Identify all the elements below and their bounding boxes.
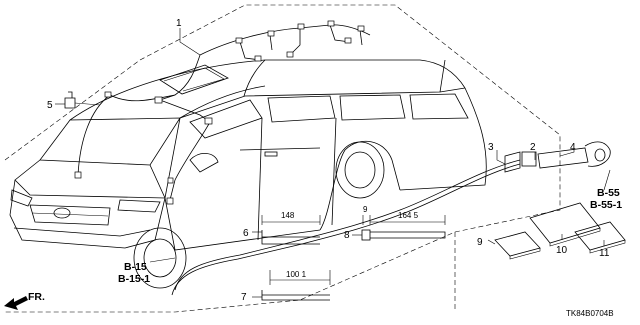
callout-3: 3 <box>488 142 494 153</box>
headlight-left <box>10 189 33 207</box>
ref-b55: B-55 <box>597 187 620 199</box>
callout-1: 1 <box>176 18 182 29</box>
dimension-148: 148 <box>281 211 295 220</box>
connector-part-2 <box>521 151 537 167</box>
ref-b15-1: B-15-1 <box>118 273 150 285</box>
antenna-lead-parts <box>504 141 611 173</box>
pad-part-9 <box>494 231 541 257</box>
callout-9: 9 <box>477 237 483 248</box>
ref-b15: B-15 <box>124 261 147 273</box>
callout-4: 4 <box>570 142 576 153</box>
callout-7: 7 <box>241 292 247 303</box>
callout-11: 11 <box>599 248 610 259</box>
front-label: FR. <box>28 291 45 303</box>
dimension-164-5: 164 5 <box>398 211 419 220</box>
floor-cable <box>171 159 521 296</box>
cable-part-6 <box>261 215 321 245</box>
minivan-body <box>9 59 487 289</box>
pads <box>494 202 626 260</box>
headlight-right <box>117 199 161 213</box>
cable-part-8 <box>361 215 446 241</box>
cable-part-7 <box>261 270 331 301</box>
side-mirror <box>189 153 219 173</box>
logo-emblem <box>53 207 71 219</box>
harness-boundary <box>4 4 561 313</box>
sunroof <box>159 64 229 95</box>
front-wheel <box>133 227 187 289</box>
callout-2: 2 <box>530 142 536 153</box>
callout-10: 10 <box>556 245 568 256</box>
callout-6: 6 <box>243 228 249 239</box>
callout-8: 8 <box>344 230 350 241</box>
roof-harness <box>74 20 371 205</box>
rear-wheel <box>335 141 385 199</box>
part-5-clip <box>64 91 101 109</box>
diagram-code: TK84B0704B <box>566 309 614 318</box>
dimension-9: 9 <box>363 205 368 214</box>
front-direction-arrow <box>4 296 28 310</box>
callout-5: 5 <box>47 100 53 111</box>
ref-b55-1: B-55-1 <box>590 199 622 211</box>
dimension-100-1: 100 1 <box>286 270 307 279</box>
leader-lines <box>55 28 611 298</box>
